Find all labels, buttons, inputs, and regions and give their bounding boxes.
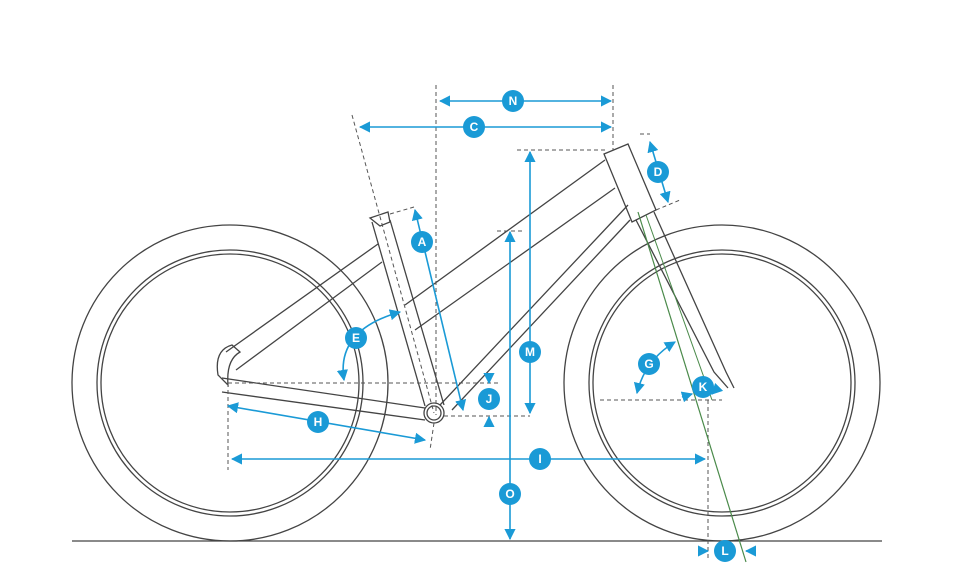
badge-trail: L (714, 540, 736, 562)
svg-text:O: O (505, 487, 514, 501)
svg-text:M: M (525, 345, 535, 359)
front-wheel (563, 224, 881, 542)
badge-seat-angle: E (345, 327, 367, 349)
fork-axis-line (645, 214, 713, 401)
badge-reach: N (502, 90, 524, 112)
badge-standover: O (499, 483, 521, 505)
badge-head-angle: G (638, 353, 660, 375)
svg-text:H: H (314, 415, 323, 429)
svg-text:J: J (486, 392, 493, 406)
badge-stack: M (519, 341, 541, 363)
badge-seat-tube: A (411, 231, 433, 253)
svg-text:E: E (352, 331, 360, 345)
svg-text:N: N (509, 94, 518, 108)
svg-text:I: I (538, 452, 541, 466)
svg-text:A: A (418, 235, 427, 249)
svg-text:K: K (699, 380, 708, 394)
badge-wheelbase: I (529, 448, 551, 470)
badge-head-tube: D (647, 161, 669, 183)
badge-fork-offset: K (692, 376, 714, 398)
svg-text:L: L (721, 544, 728, 558)
svg-text:G: G (644, 357, 653, 371)
svg-text:D: D (654, 165, 663, 179)
rear-wheel (71, 224, 389, 542)
svg-text:C: C (470, 120, 479, 134)
badge-chainstay: H (307, 411, 329, 433)
bike-frame (216, 143, 735, 424)
badge-bb-drop: J (478, 388, 500, 410)
badge-top-tube: C (463, 116, 485, 138)
